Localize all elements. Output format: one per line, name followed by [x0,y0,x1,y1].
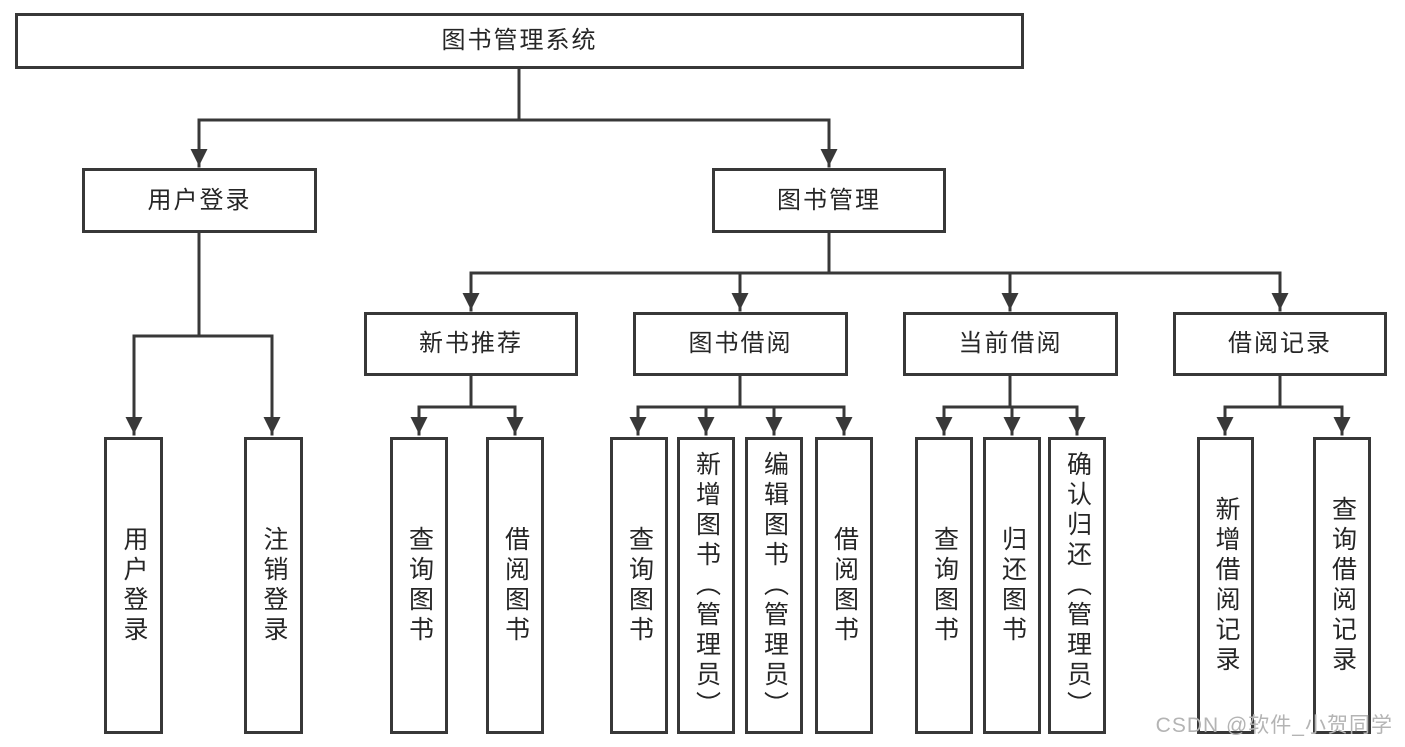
node-label: 归还图书 [998,525,1027,646]
node-book-management: 图书管理 [712,168,946,233]
node-label: 图书借阅 [688,330,793,357]
node-label: 借阅记录 [1228,330,1332,357]
node-current-borrowing: 当前借阅 [903,312,1118,376]
leaf-return-books: 归还图书 [983,437,1041,734]
node-label: 图书管理系统 [441,27,598,54]
node-book-borrowing: 图书借阅 [633,312,848,376]
node-label: 新增图书（管理员） [692,450,721,721]
leaf-add-borrow-record: 新增借阅记录 [1197,437,1254,734]
node-label: 用户登录 [120,525,148,646]
node-label: 图书管理 [777,186,881,214]
leaf-logout: 注销登录 [244,437,303,734]
node-user-login: 用户登录 [82,168,317,233]
node-borrowing-records: 借阅记录 [1173,312,1387,376]
leaf-query-books-recommend: 查询图书 [390,437,448,734]
node-label: 当前借阅 [958,330,1063,357]
node-label: 查询借阅记录 [1328,495,1357,676]
node-label: 借阅图书 [830,525,859,646]
node-label: 用户登录 [147,186,252,214]
node-label: 借阅图书 [501,525,530,646]
leaf-add-books-admin: 新增图书（管理员） [677,437,735,734]
leaf-confirm-return-admin: 确认归还（管理员） [1048,437,1106,734]
leaf-query-books-borrowing: 查询图书 [610,437,668,734]
csdn-watermark: CSDN @软件_小贺同学 [1155,714,1393,737]
node-label: 新书推荐 [419,330,523,357]
leaf-query-books-current: 查询图书 [915,437,973,734]
node-library-system: 图书管理系统 [15,13,1024,69]
node-new-book-recommend: 新书推荐 [364,312,578,376]
node-label: 确认归还（管理员） [1063,450,1092,721]
node-label: 查询图书 [405,525,434,646]
node-label: 查询图书 [930,525,959,646]
node-label: 新增借阅记录 [1212,495,1240,676]
leaf-borrow-books-borrowing: 借阅图书 [815,437,873,734]
leaf-borrow-books-recommend: 借阅图书 [486,437,544,734]
leaf-query-borrow-record: 查询借阅记录 [1313,437,1371,734]
leaf-user-login: 用户登录 [104,437,163,734]
node-label: 编辑图书（管理员） [760,450,789,721]
node-label: 注销登录 [260,525,288,646]
node-label: 查询图书 [625,525,654,646]
leaf-edit-books-admin: 编辑图书（管理员） [745,437,803,734]
